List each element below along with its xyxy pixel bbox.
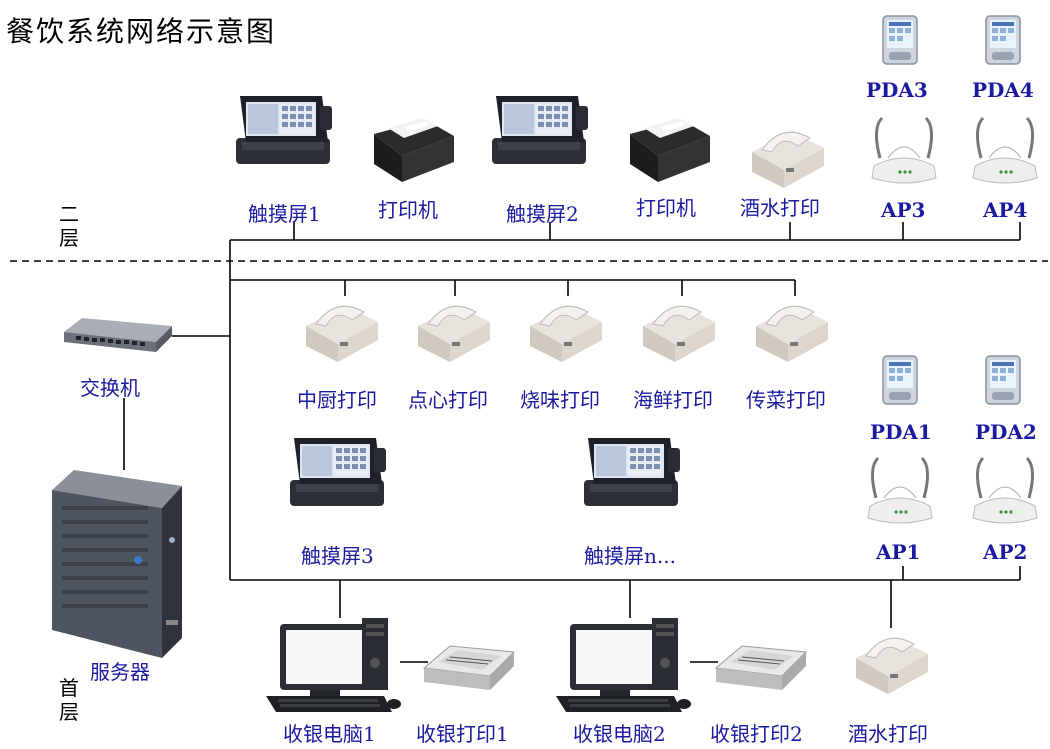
label-server: 服务器: [90, 660, 150, 684]
label-touchscreen-3: 触摸屏3: [301, 544, 374, 568]
kitchen-printer-2-icon: [417, 305, 491, 363]
kitchen-printer-4-icon: [642, 305, 716, 363]
ap1-icon: [866, 456, 934, 525]
label-ap1: AP1: [876, 540, 921, 564]
label-drink-printer-1f: 酒水打印: [848, 722, 928, 746]
floor-label-second: 二 层: [58, 202, 80, 250]
kitchen-printer-3-icon: [529, 305, 603, 363]
touchscreen-2-icon: [492, 96, 588, 164]
ap4-icon: [971, 116, 1039, 185]
touchscreen-n-icon: [584, 438, 680, 506]
label-touchscreen-n: 触摸屏n...: [584, 544, 676, 568]
label-cashier-pc-1: 收银电脑1: [283, 722, 376, 746]
label-kitchen-printer-5: 传菜打印: [746, 388, 826, 412]
printer-1-icon: [374, 118, 454, 182]
label-pda3: PDA3: [866, 78, 928, 102]
floor-label-first: 首 层: [58, 676, 80, 724]
switch-icon: [64, 318, 172, 352]
label-pda4: PDA4: [972, 78, 1034, 102]
cashier-pc-1-icon: [266, 618, 401, 712]
drink-printer-2f-icon: [751, 131, 825, 189]
label-cashier-printer-1: 收银打印1: [416, 722, 509, 746]
label-kitchen-printer-2: 点心打印: [408, 388, 488, 412]
label-cashier-pc-2: 收银电脑2: [573, 722, 666, 746]
server-icon: [52, 470, 182, 658]
label-kitchen-printer-3: 烧味打印: [520, 388, 600, 412]
cashier-pc-2-icon: [556, 618, 691, 712]
diagram-title: 餐饮系统网络示意图: [6, 15, 277, 48]
touchscreen-3-icon: [290, 438, 386, 506]
cashier-printer-2-icon: [715, 645, 807, 691]
label-cashier-printer-2: 收银打印2: [710, 722, 803, 746]
label-printer-2: 打印机: [636, 196, 696, 220]
label-drink-printer-2f: 酒水打印: [740, 196, 820, 220]
label-printer-1: 打印机: [378, 198, 438, 222]
drink-printer-1f-icon: [855, 637, 929, 695]
ap3-icon: [870, 116, 938, 185]
label-pda1: PDA1: [870, 420, 932, 444]
floor-char: 首: [59, 676, 79, 700]
floor-char: 层: [59, 226, 79, 250]
label-kitchen-printer-1: 中厨打印: [297, 388, 377, 412]
label-pda2: PDA2: [975, 420, 1037, 444]
printer-2-icon: [630, 118, 710, 182]
pda3-icon: [882, 15, 918, 65]
kitchen-printer-5-icon: [755, 305, 829, 363]
connection-lines: [123, 222, 1021, 663]
pda4-icon: [985, 15, 1021, 65]
pda2-icon: [985, 355, 1021, 405]
label-ap3: AP3: [881, 198, 926, 222]
label-touchscreen-2: 触摸屏2: [506, 202, 579, 226]
touchscreen-1-icon: [236, 96, 332, 164]
pda1-icon: [882, 355, 918, 405]
label-kitchen-printer-4: 海鲜打印: [633, 388, 713, 412]
floor-char: 层: [59, 700, 79, 724]
ap2-icon: [971, 456, 1039, 525]
floor-char: 二: [59, 202, 79, 226]
label-ap4: AP4: [983, 198, 1028, 222]
cashier-printer-1-icon: [423, 645, 515, 691]
label-switch: 交换机: [80, 376, 140, 400]
label-ap2: AP2: [983, 540, 1028, 564]
label-touchscreen-1: 触摸屏1: [248, 202, 321, 226]
kitchen-printer-1-icon: [305, 305, 379, 363]
